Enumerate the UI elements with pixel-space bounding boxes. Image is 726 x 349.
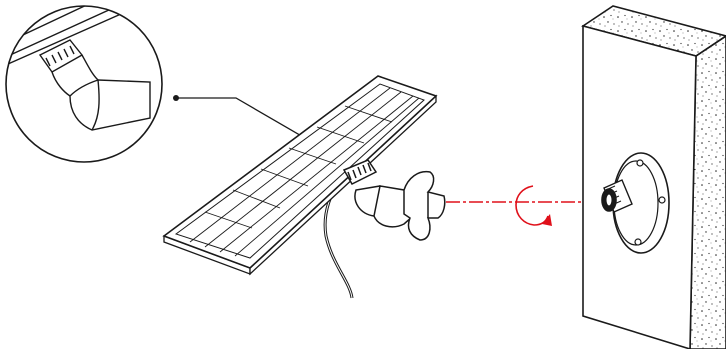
rotation-arrow-icon: [516, 186, 552, 226]
mounting-bracket: [344, 160, 445, 240]
solar-panel: [164, 76, 436, 274]
magnifier-callout: [6, 0, 162, 162]
